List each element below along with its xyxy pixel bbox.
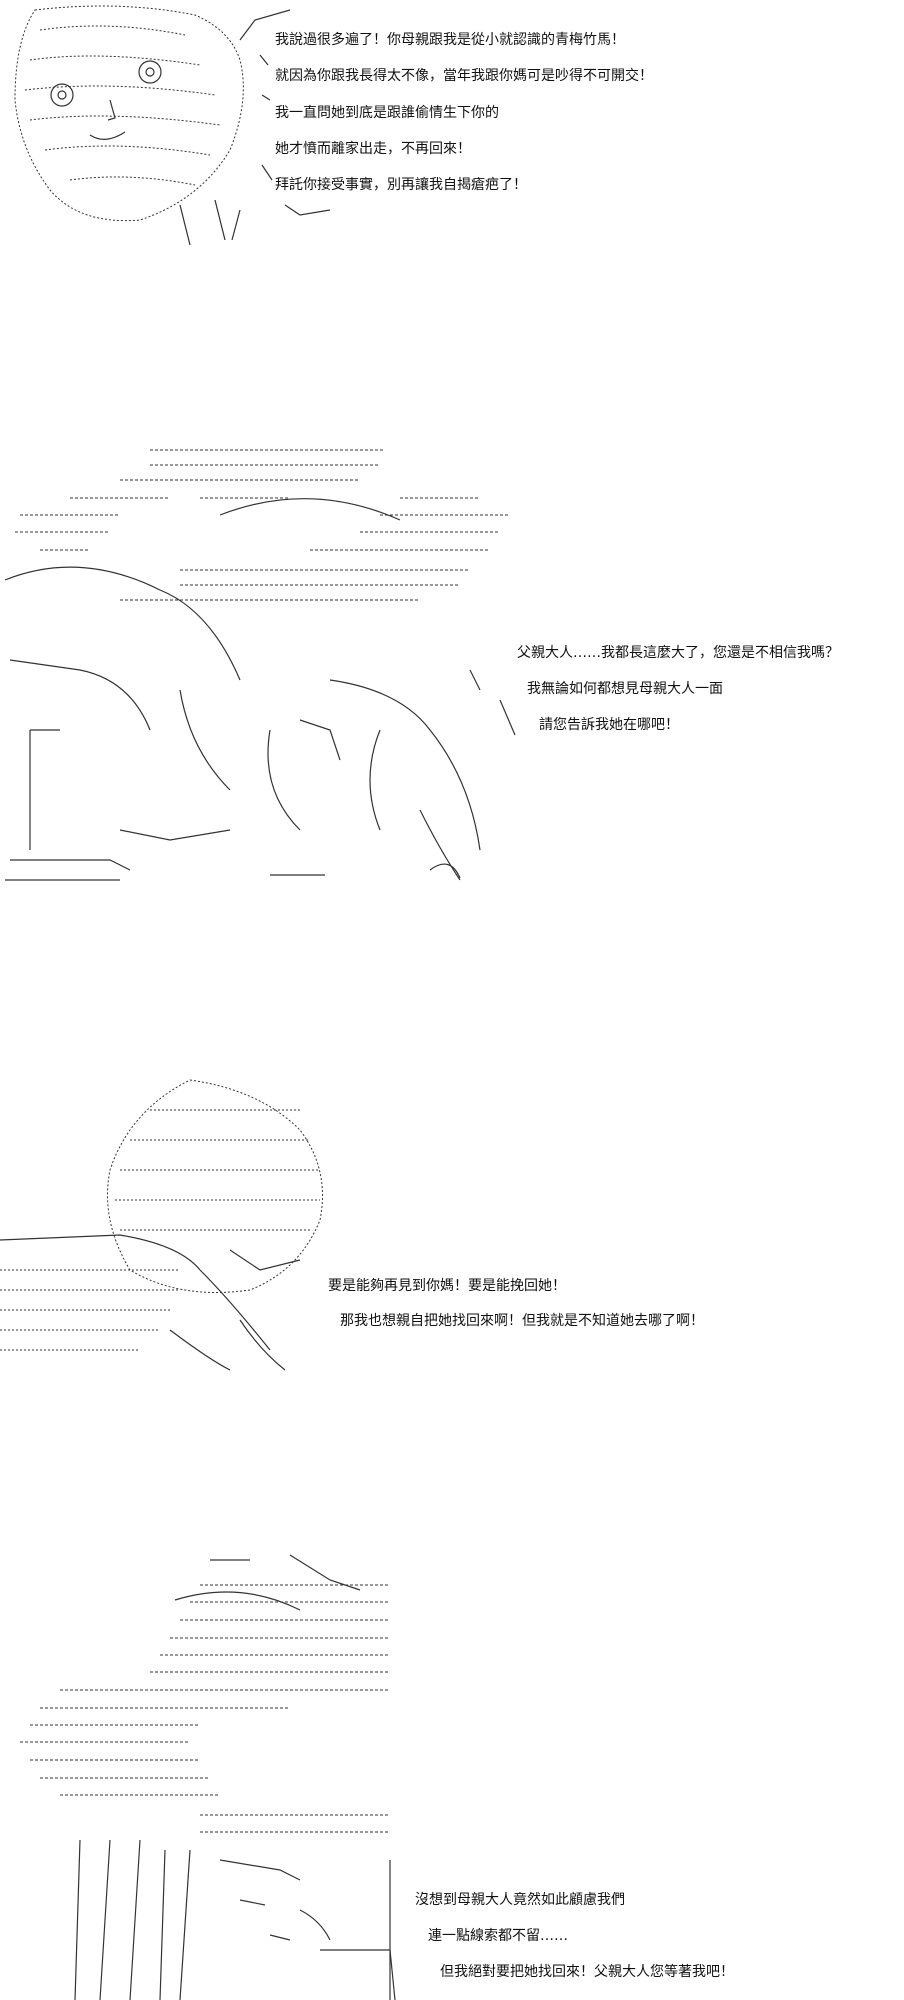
dialogue-line: 拜託你接受事實，別再讓我自揭瘡疤了！ xyxy=(275,177,527,193)
dialogue-line: 連一點線索都不留…… xyxy=(428,1928,568,1944)
dialogue-line: 要是能夠再見到你媽！要是能挽回她！ xyxy=(328,1278,566,1294)
panel-1-line-art xyxy=(14,5,331,246)
dialogue-line: 請您告訴我她在哪吧！ xyxy=(539,717,679,733)
panel-2: 父親大人……我都長這麼大了，您還是不相信我嗎？ 我無論如何都想見母親大人一面 請… xyxy=(0,430,904,900)
dialogue-line: 我說過很多遍了！你母親跟我是從小就認識的青梅竹馬！ xyxy=(275,32,625,48)
dialogue-line: 她才憤而離家出走，不再回來！ xyxy=(275,141,471,157)
panel-3: 要是能夠再見到你媽！要是能挽回她！ 那我也想親自把她找回來啊！但我就是不知道她去… xyxy=(0,1070,904,1390)
dialogue-line: 但我絕對要把她找回來！父親大人您等著我吧！ xyxy=(440,1964,734,1980)
dialogue-line: 沒想到母親大人竟然如此顧慮我們 xyxy=(415,1892,625,1908)
panel-3-line-art xyxy=(0,1079,323,1371)
dialogue-line: 我無論如何都想見母親大人一面 xyxy=(527,681,723,697)
dialogue-line: 父親大人……我都長這麼大了，您還是不相信我嗎？ xyxy=(517,645,839,661)
panel-4: 沒想到母親大人竟然如此顧慮我們 連一點線索都不留…… 但我絕對要把她找回來！父親… xyxy=(0,1540,904,2000)
dialogue-line: 我一直問她到底是跟誰偷情生下你的 xyxy=(275,105,499,121)
panel-1: 我說過很多遍了！你母親跟我是從小就認識的青梅竹馬！ 就因為你跟我長得太不像，當年… xyxy=(0,0,904,260)
dialogue-line: 就因為你跟我長得太不像，當年我跟你媽可是吵得不可開交！ xyxy=(275,68,653,84)
panel-2-line-art xyxy=(4,449,516,881)
panel-4-line-art xyxy=(20,1554,396,2000)
dialogue-line: 那我也想親自把她找回來啊！但我就是不知道她去哪了啊！ xyxy=(340,1313,704,1329)
